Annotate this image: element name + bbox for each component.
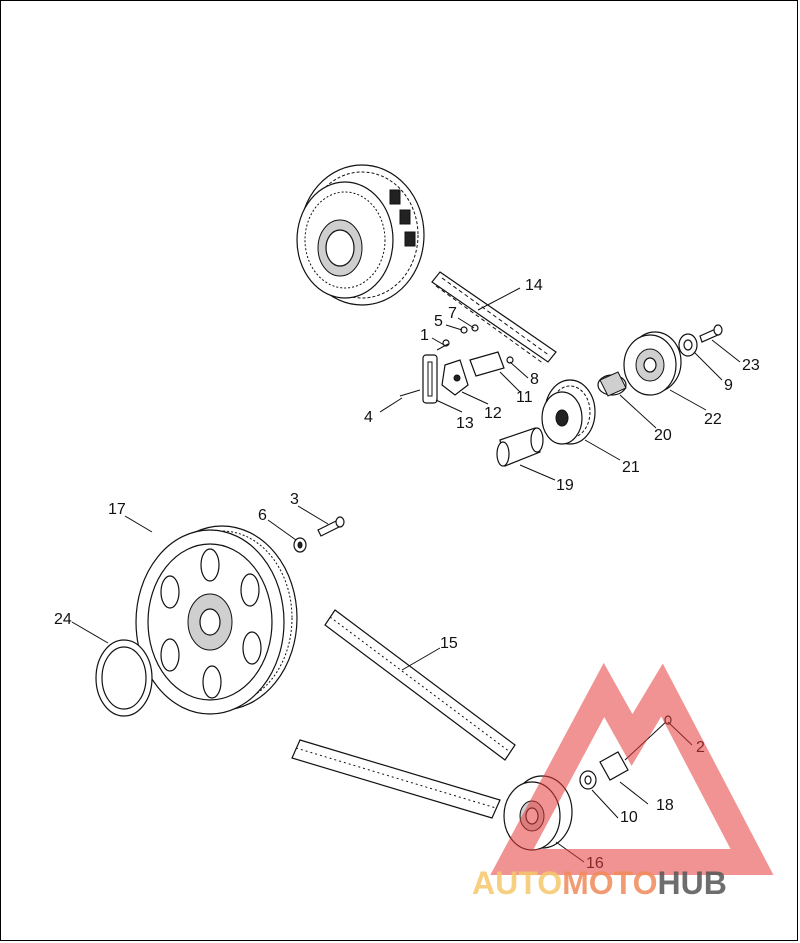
callout-24: 24 [54, 611, 72, 628]
automotohub-watermark-logo [490, 662, 774, 875]
callout-5: 5 [434, 313, 443, 330]
callout-10: 10 [620, 809, 638, 826]
nut-part [579, 770, 597, 790]
callout-4: 4 [364, 409, 373, 426]
callout-23: 23 [742, 357, 760, 374]
automotohub-watermark-text: AUTOMOTOHUB [472, 865, 727, 901]
pulley-ring-part [95, 639, 153, 717]
callout-6: 6 [258, 507, 267, 524]
callout-17: 17 [108, 501, 126, 518]
callout-7: 7 [448, 305, 457, 322]
callout-18: 18 [656, 797, 674, 814]
drive-belt-part [291, 609, 516, 819]
callout-21: 21 [622, 459, 640, 476]
callout-3: 3 [290, 491, 299, 508]
callout-12: 12 [484, 405, 502, 422]
clutch-shell-part [296, 164, 425, 306]
watermark-moto: MOTO [562, 865, 657, 901]
callout-13: 13 [456, 415, 474, 432]
rear-pulley-part [135, 525, 298, 715]
callout-11: 11 [516, 389, 533, 406]
callout-22: 22 [704, 411, 722, 428]
svg-text:AUTOMOTOHUB: AUTOMOTOHUB [472, 865, 727, 901]
callout-20: 20 [654, 427, 672, 444]
watermark-auto: AUTO [472, 865, 562, 901]
bolt-part [699, 324, 723, 343]
shaft-extension-part [597, 371, 627, 397]
callout-1: 1 [420, 327, 429, 344]
pulley-washer-part [293, 537, 307, 553]
engine-sprocket-part [541, 379, 596, 445]
compensator-part [623, 331, 682, 396]
callout-15: 15 [440, 635, 458, 652]
callout-14: 14 [525, 277, 543, 294]
lock-plate-part [599, 751, 629, 781]
watermark-hub: HUB [657, 865, 726, 901]
callout-19: 19 [556, 477, 574, 494]
callout-9: 9 [724, 377, 733, 394]
pulley-bolt-part [317, 516, 345, 537]
primary-chain-part [431, 271, 557, 365]
washer-part [678, 333, 698, 357]
chain-adjuster-parts [399, 324, 514, 404]
callout-8: 8 [530, 371, 539, 388]
spacer-part [496, 427, 544, 467]
